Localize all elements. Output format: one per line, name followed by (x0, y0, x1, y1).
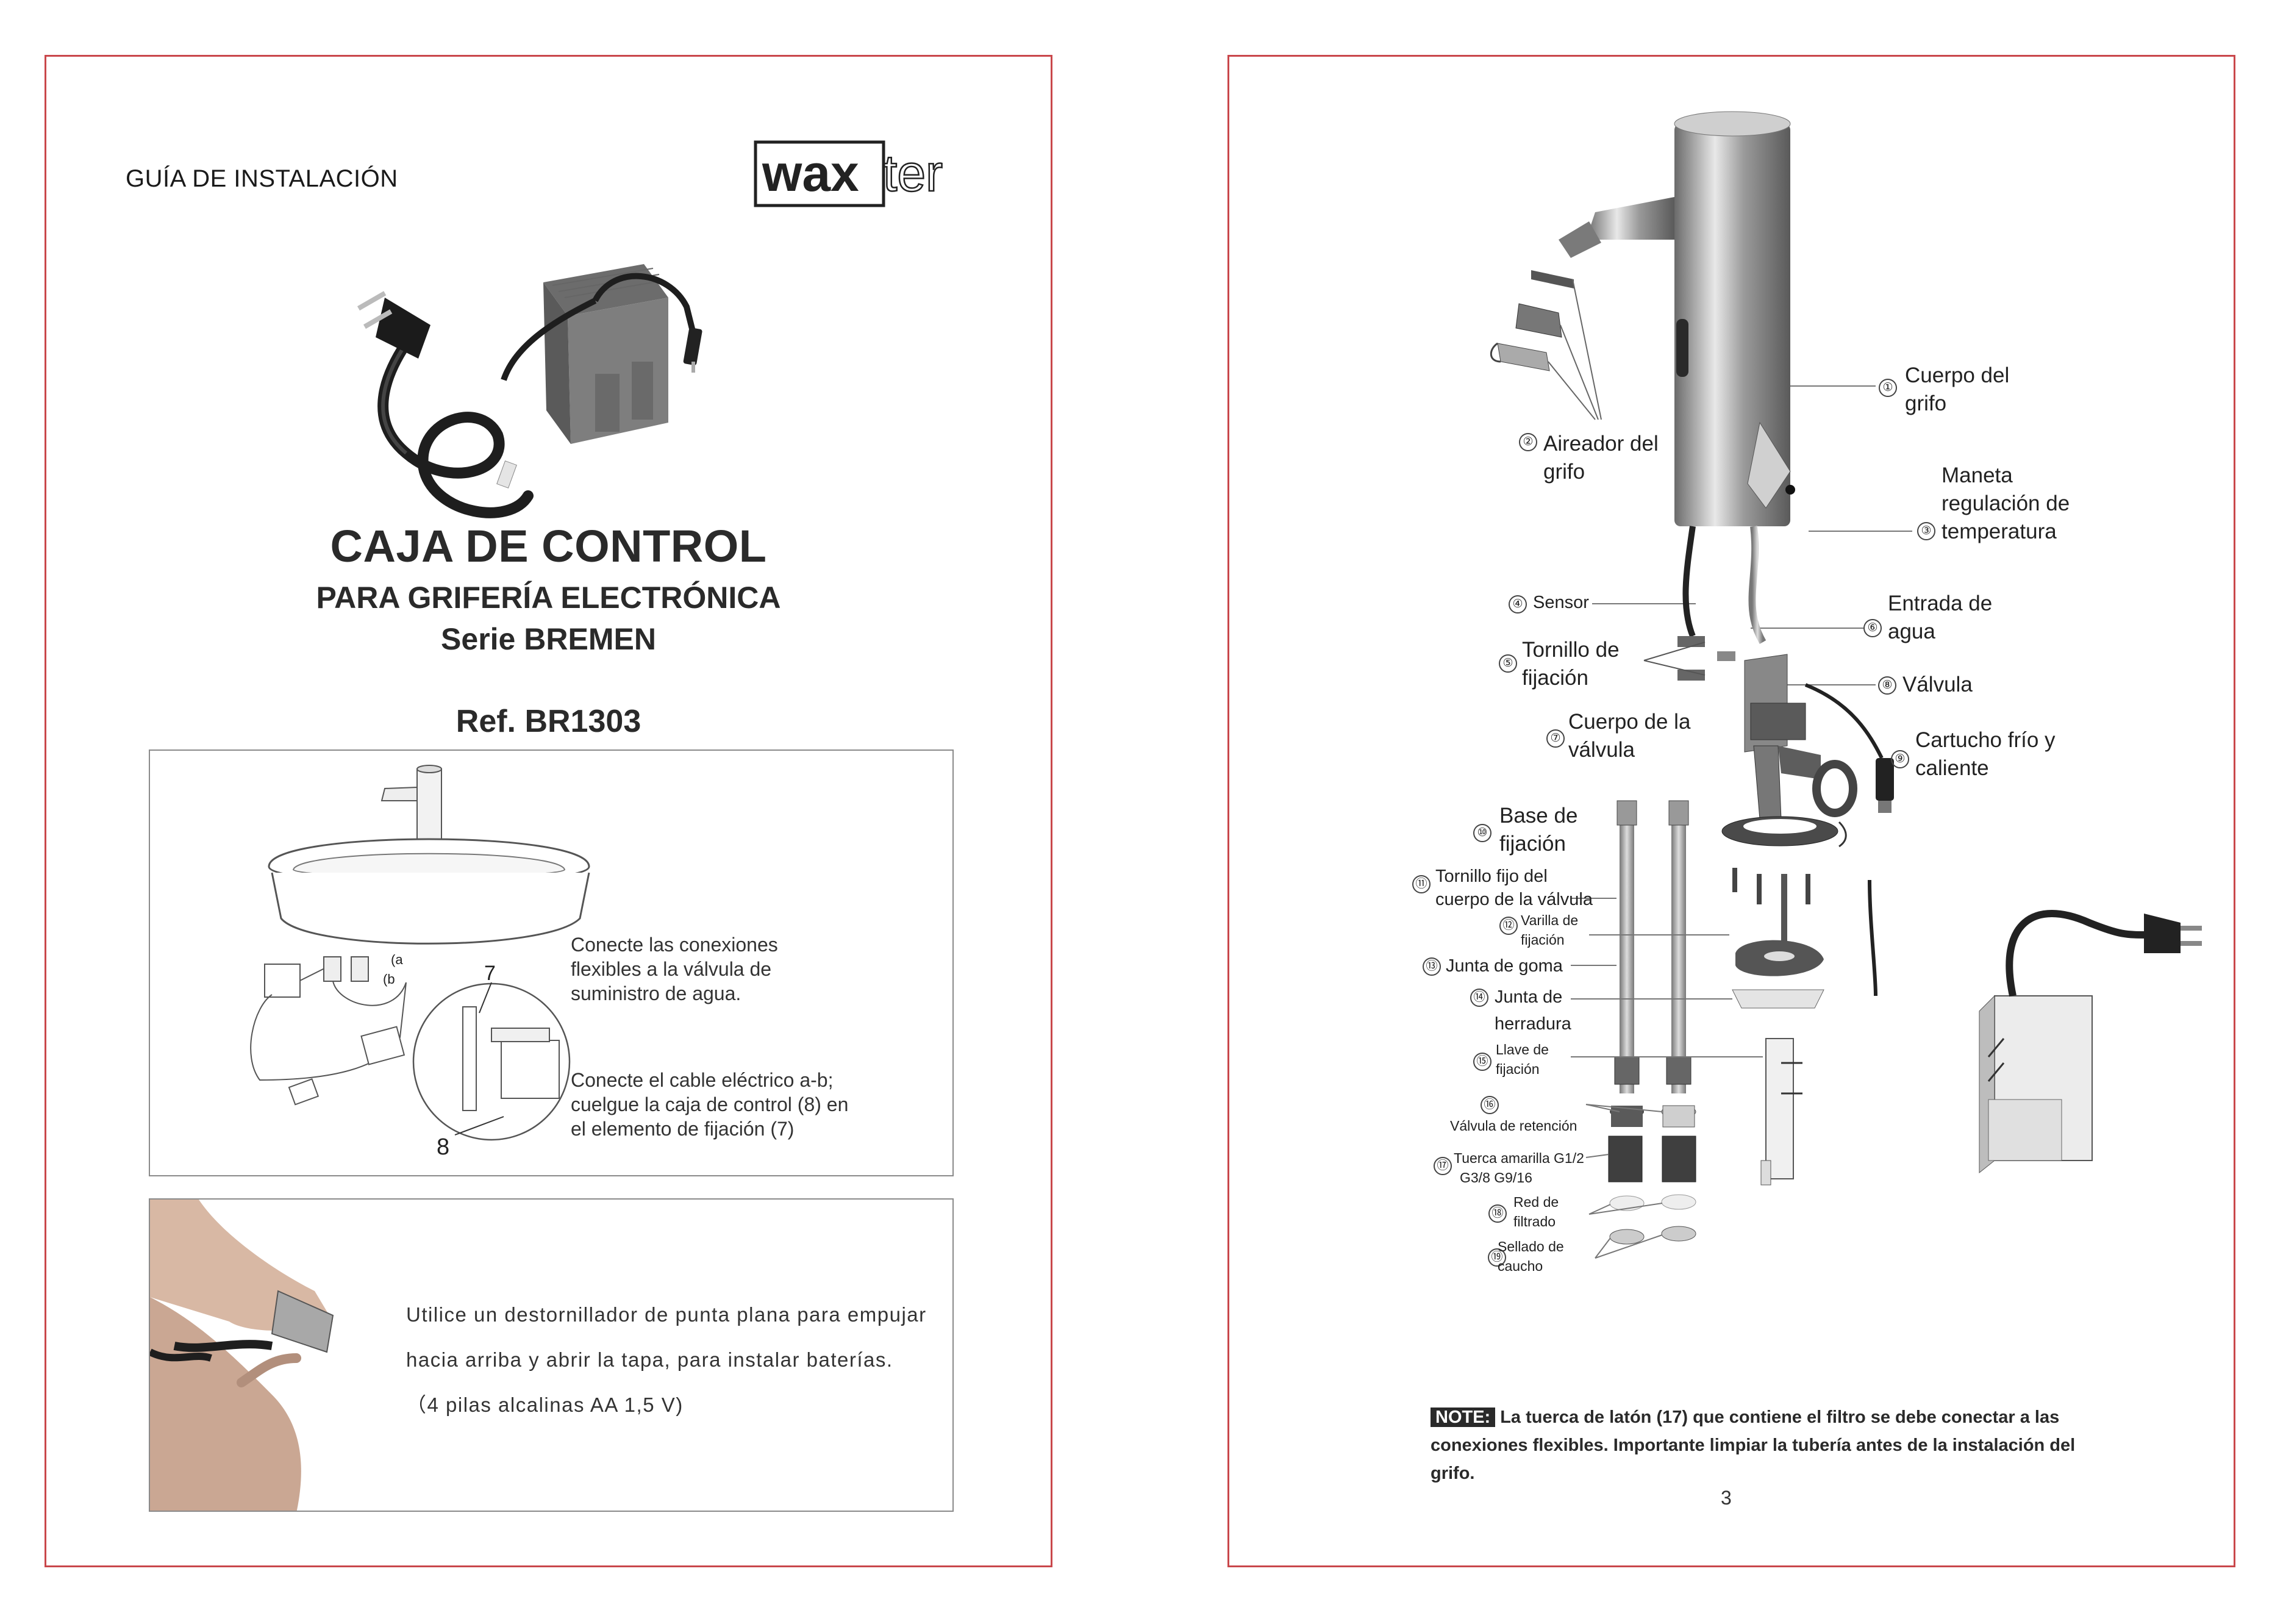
part-number-10: ⑩ (1473, 824, 1491, 842)
part-number-19: ⑲ (1488, 1248, 1506, 1267)
part-number-15: ⑮ (1473, 1053, 1491, 1071)
part-label-16: Válvula de retención (1450, 1118, 1577, 1134)
exploded-faucet-diagram (1490, 111, 2202, 1259)
step-connect-flexibles: Conecte las conexiones flexibles a la vá… (571, 932, 778, 1006)
reference-number: Ref. BR1303 (455, 704, 641, 739)
step2-line: el elemento de fijación (7) (571, 1118, 795, 1140)
part-number-7: ⑦ (1546, 729, 1565, 748)
control-box-photo (327, 240, 705, 557)
left-page: GUÍA DE INSTALACIÓN wax ter (45, 55, 1052, 1567)
part-number-8: ⑧ (1878, 676, 1896, 695)
part-number-9: ⑨ (1891, 750, 1909, 768)
installation-steps-box: (a (b 7 8 Conecte las conexiones flexibl… (149, 749, 954, 1176)
part-label-8: Válvula (1902, 673, 1973, 696)
part-label-6-line2: agua (1888, 620, 1935, 643)
part-label-13: Junta de goma (1446, 956, 1563, 976)
part-number-12: ⑫ (1499, 917, 1518, 935)
series-title: Serie BREMEN (441, 622, 656, 656)
waxter-logo: wax ter (754, 137, 979, 210)
step1-line: suministro de agua. (571, 982, 741, 1004)
installation-note: NOTE:La tuerca de latón (17) que contien… (1431, 1403, 2101, 1487)
part-label-9: Cartucho frío y (1915, 728, 2056, 752)
note-text: La tuerca de latón (17) que contiene el … (1431, 1408, 2076, 1483)
part-label-6: Entrada de (1888, 592, 1993, 615)
step2-line: cuelgue la caja de control (8) en (571, 1093, 849, 1115)
battery-line: Utilice un destornillador de punta plana… (406, 1303, 927, 1326)
callout-8: 8 (437, 1134, 449, 1160)
logo-text-bold: wax (762, 145, 859, 202)
battery-instructions-box: Utilice un destornillador de punta plana… (149, 1198, 954, 1512)
step1-line: flexibles a la válvula de (571, 958, 772, 980)
battery-line: hacia arriba y abrir la tapa, para insta… (406, 1348, 893, 1371)
part-number-6: ⑥ (1863, 619, 1882, 637)
part-number-5: ⑤ (1499, 654, 1517, 673)
step-connect-cable: Conecte el cable eléctrico a-b; cuelgue … (571, 1068, 848, 1141)
callout-b: (b (383, 971, 395, 987)
callout-a: (a (391, 952, 403, 967)
part-number-14: ⑭ (1470, 989, 1488, 1007)
note-tag: NOTE: (1431, 1408, 1496, 1427)
battery-instructions-text: Utilice un destornillador de punta plana… (406, 1292, 927, 1428)
part-label-3-line3: temperatura (1942, 520, 2057, 543)
part-number-1: ① (1879, 379, 1897, 397)
part-number-2: ② (1519, 433, 1537, 451)
page-number: 3 (1721, 1487, 1732, 1509)
part-label-4: Sensor (1533, 593, 1589, 612)
part-number-13: ⑬ (1423, 957, 1441, 976)
main-title: CAJA DE CONTROL (330, 521, 767, 571)
subtitle: PARA GRIFERÍA ELECTRÓNICA (316, 581, 781, 615)
part-number-4: ④ (1509, 595, 1527, 613)
hands-screwdriver-photo (150, 1200, 334, 1511)
part-number-11: ⑪ (1412, 875, 1431, 893)
installation-guide-header: GUÍA DE INSTALACIÓN (126, 165, 398, 192)
callout-7: 7 (484, 962, 496, 985)
part-number-17: ⑰ (1434, 1157, 1452, 1175)
part-label-9-line2: caliente (1915, 756, 1989, 780)
part-number-16: ⑯ (1481, 1096, 1499, 1114)
logo-text-light: ter (883, 145, 943, 202)
battery-line: （4 pilas alcalinas AA 1,5 V) (406, 1393, 684, 1416)
part-number-3: ③ (1917, 522, 1935, 540)
part-number-18: ⑱ (1488, 1204, 1507, 1223)
step1-line: Conecte las conexiones (571, 934, 778, 956)
sink-installation-diagram: (a (b 7 8 (250, 765, 590, 1160)
step2-line: Conecte el cable eléctrico a-b; (571, 1069, 834, 1091)
